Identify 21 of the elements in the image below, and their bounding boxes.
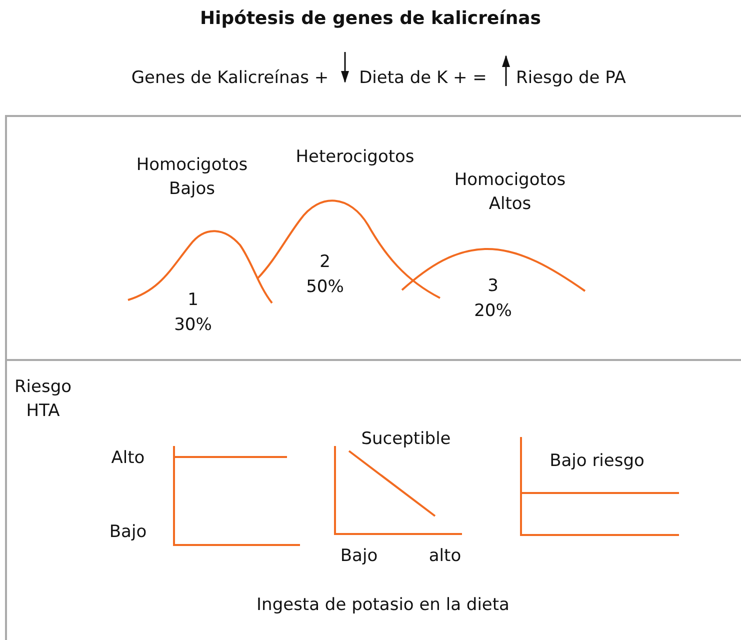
label: Bajo [109, 521, 147, 544]
label: 3 [488, 275, 498, 298]
label: Bajo [340, 545, 378, 568]
label: Bajo riesgo [550, 450, 644, 473]
label: Homocigotos Bajos [135, 154, 249, 201]
label: 2 [320, 251, 330, 274]
label: Ingesta de potasio en la dieta [256, 594, 510, 617]
label: Genes de Kalicreínas + [131, 67, 329, 90]
label: Alto [111, 447, 145, 470]
label: Homocigotos Altos [453, 169, 567, 216]
label: Riesgo de PA [516, 67, 626, 90]
title: Hipótesis de genes de kalicreínas [198, 8, 542, 29]
label: Riesgo HTA [13, 376, 73, 423]
label: alto [428, 545, 462, 568]
label: 50% [306, 276, 344, 299]
label: Heterocigotos [296, 146, 414, 169]
label: 1 [188, 289, 198, 312]
label: Suceptible [361, 428, 451, 451]
label: Dieta de K + = [359, 67, 487, 90]
label: 30% [174, 314, 212, 337]
label: 20% [474, 300, 512, 323]
